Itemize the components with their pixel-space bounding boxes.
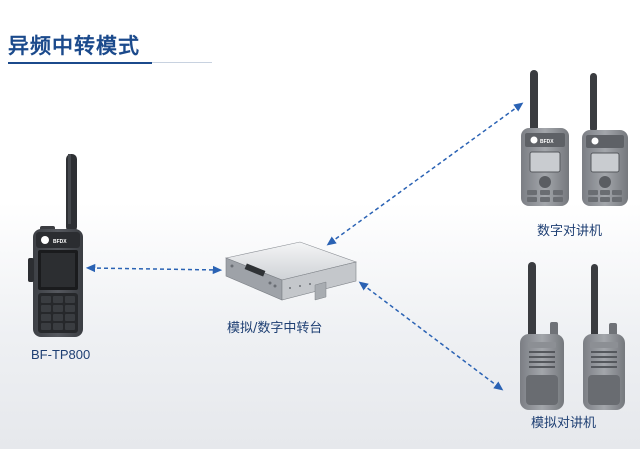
link-repeater-analog	[358, 281, 504, 391]
walkie-talkie-icon	[583, 264, 625, 410]
walkie-talkie-icon	[520, 262, 564, 410]
title-underline	[8, 62, 152, 64]
link-repeater-digital	[326, 102, 524, 246]
main-radio-brand: BFDX	[53, 239, 67, 245]
repeater-device	[224, 241, 358, 301]
main-radio-label: BF-TP800	[31, 347, 91, 362]
digital-radio-brand: BFDX	[540, 139, 554, 145]
bidirectional-arrow-icon	[358, 281, 504, 391]
walkie-talkie-icon: BFDX	[28, 154, 83, 337]
title-underline-extension	[152, 62, 212, 63]
digital-radios-label: 数字对讲机	[537, 224, 603, 239]
main-radio-tp800: BFDX	[28, 154, 83, 337]
digital-radios: BFDX	[521, 70, 628, 206]
bidirectional-arrow-icon	[85, 263, 223, 275]
repeater-icon	[224, 241, 358, 301]
analog-radios	[520, 262, 625, 410]
walkie-talkie-icon: BFDX	[521, 70, 569, 206]
bidirectional-arrow-icon	[326, 102, 524, 246]
analog-radios-label: 模拟对讲机	[531, 416, 597, 431]
link-tp800-repeater	[85, 263, 223, 275]
walkie-talkie-icon	[582, 73, 628, 206]
page-title: 异频中转模式	[8, 34, 140, 58]
repeater-label: 模拟/数字中转台	[227, 321, 323, 336]
